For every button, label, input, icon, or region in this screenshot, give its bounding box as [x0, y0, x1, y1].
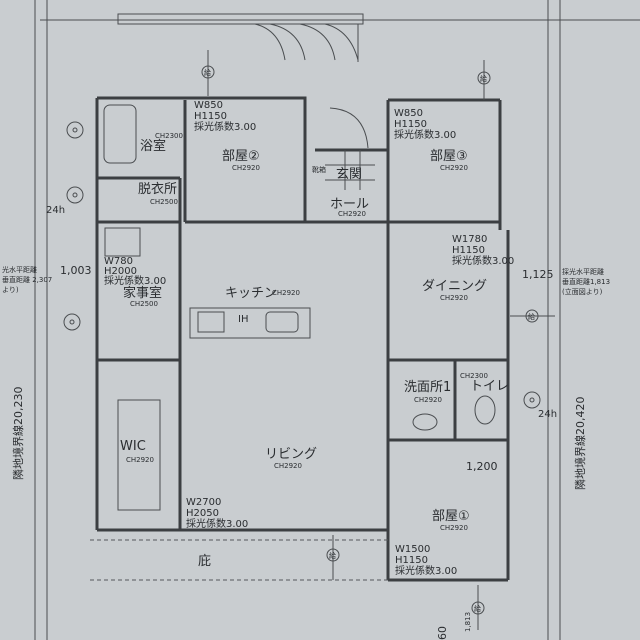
room-1-ch: CH2920 — [440, 524, 468, 532]
room-housework-ch: CH2500 — [130, 300, 158, 308]
wash-basin — [412, 413, 438, 431]
window-dining-h: H1150 — [452, 245, 485, 256]
window-housework-w: W780 — [104, 256, 133, 267]
outer-walls — [95, 96, 510, 582]
room-dining-ch: CH2920 — [440, 294, 468, 302]
right-note-2: 垂直距離1,813 — [562, 277, 610, 286]
left-boundary-label: 隣地境界線20,230 — [11, 387, 25, 481]
left-offset: 1,003 — [60, 264, 92, 277]
toilet-fixture — [474, 395, 496, 425]
room-3: 部屋③ — [430, 149, 468, 164]
right-offset: 1,125 — [522, 268, 554, 281]
room-kitchen-ch: CH2920 — [272, 289, 300, 297]
supply-markers — [201, 50, 555, 630]
left-note-2: 垂直距離 2,307 — [2, 275, 52, 284]
room-2: 部屋② — [222, 149, 260, 164]
room-1: 部屋① — [432, 509, 470, 524]
left-note-1: 光水平距離 — [2, 265, 37, 274]
kyu-marker-2: 給 — [480, 74, 487, 83]
right-note-1: 採光水平距離 — [562, 267, 604, 276]
room-housework: 家事室 — [123, 285, 162, 301]
left-note-3: より) — [2, 286, 19, 294]
window-room1-k: 採光係数3.00 — [395, 564, 457, 577]
window-living-k: 採光係数3.00 — [186, 517, 248, 530]
window-housework-h: H2000 — [104, 266, 137, 277]
room-2-ch: CH2920 — [232, 164, 260, 172]
carport-canopy — [117, 13, 364, 62]
window-room1-h: H1150 — [395, 555, 428, 566]
room-hall-ch: CH2920 — [338, 210, 366, 218]
kitchen-ih: IH — [238, 314, 248, 325]
window-room1-w: W1500 — [395, 544, 430, 555]
entrance-stairs — [325, 107, 375, 190]
room-entrance: 玄関 — [336, 167, 362, 182]
window-room2-w: W850 — [194, 100, 223, 111]
room1-dim: 1,200 — [466, 460, 498, 473]
window-living-w: W2700 — [186, 497, 221, 508]
window-room3-k: 採光係数3.00 — [394, 128, 456, 141]
vent-24h-right: 24h — [538, 409, 557, 420]
room-bath-ch: CH2300 — [155, 132, 183, 140]
room-dressing-ch: CH2500 — [150, 198, 178, 206]
room-3-ch: CH2920 — [440, 164, 468, 172]
room-bath: 浴室 — [140, 138, 166, 154]
bottom-num: 60 — [436, 626, 449, 640]
room-living-ch: CH2920 — [274, 462, 302, 470]
room-hall: ホール — [330, 197, 369, 212]
window-housework-k: 採光係数3.00 — [104, 274, 166, 287]
kitchen-counter — [189, 307, 311, 339]
kyu-marker-1: 給 — [204, 68, 211, 77]
window-dining-k: 採光係数3.00 — [452, 254, 514, 267]
kyu-marker-5: 給 — [474, 604, 481, 613]
window-dining-w: W1780 — [452, 234, 487, 245]
window-room3-w: W850 — [394, 108, 423, 119]
right-note-3: (立面図より) — [562, 287, 603, 296]
vent-24h-left: 24h — [46, 205, 65, 216]
room-yard: 庇 — [198, 554, 211, 569]
window-room2-k: 採光係数3.00 — [194, 120, 256, 133]
room-living: リビング — [265, 447, 317, 462]
room-entrance-shoe: 靴箱 — [312, 165, 326, 174]
window-room2-h: H1150 — [194, 111, 227, 122]
ih-stove — [197, 311, 225, 333]
room-dining: ダイニング — [422, 279, 487, 294]
room-washroom-ch: CH2920 — [414, 396, 442, 404]
window-room3-h: H1150 — [394, 119, 427, 130]
inner-walls — [97, 100, 508, 530]
room-wic: WIC — [120, 439, 146, 454]
room-wic-ch: CH2920 — [126, 456, 154, 464]
room-toilet: トイレ — [470, 379, 509, 394]
room-kitchen: キッチン — [225, 286, 277, 301]
wic-shelf — [117, 399, 161, 511]
bathtub — [103, 104, 137, 164]
fan-icon — [63, 121, 541, 409]
housework-desk — [104, 227, 141, 257]
bottom-dim: 1,813 — [464, 612, 472, 632]
room-washroom: 洗面所1 — [404, 380, 451, 395]
kyu-marker-4: 給 — [329, 551, 336, 560]
room-dressing: 脱衣所 — [138, 181, 177, 197]
room-toilet-ch: CH2300 — [460, 372, 488, 380]
window-living-h: H2050 — [186, 508, 219, 519]
kitchen-sink — [265, 311, 299, 333]
right-boundary-label: 隣地境界線20,420 — [573, 397, 587, 491]
kyu-marker-3: 給 — [528, 312, 535, 321]
